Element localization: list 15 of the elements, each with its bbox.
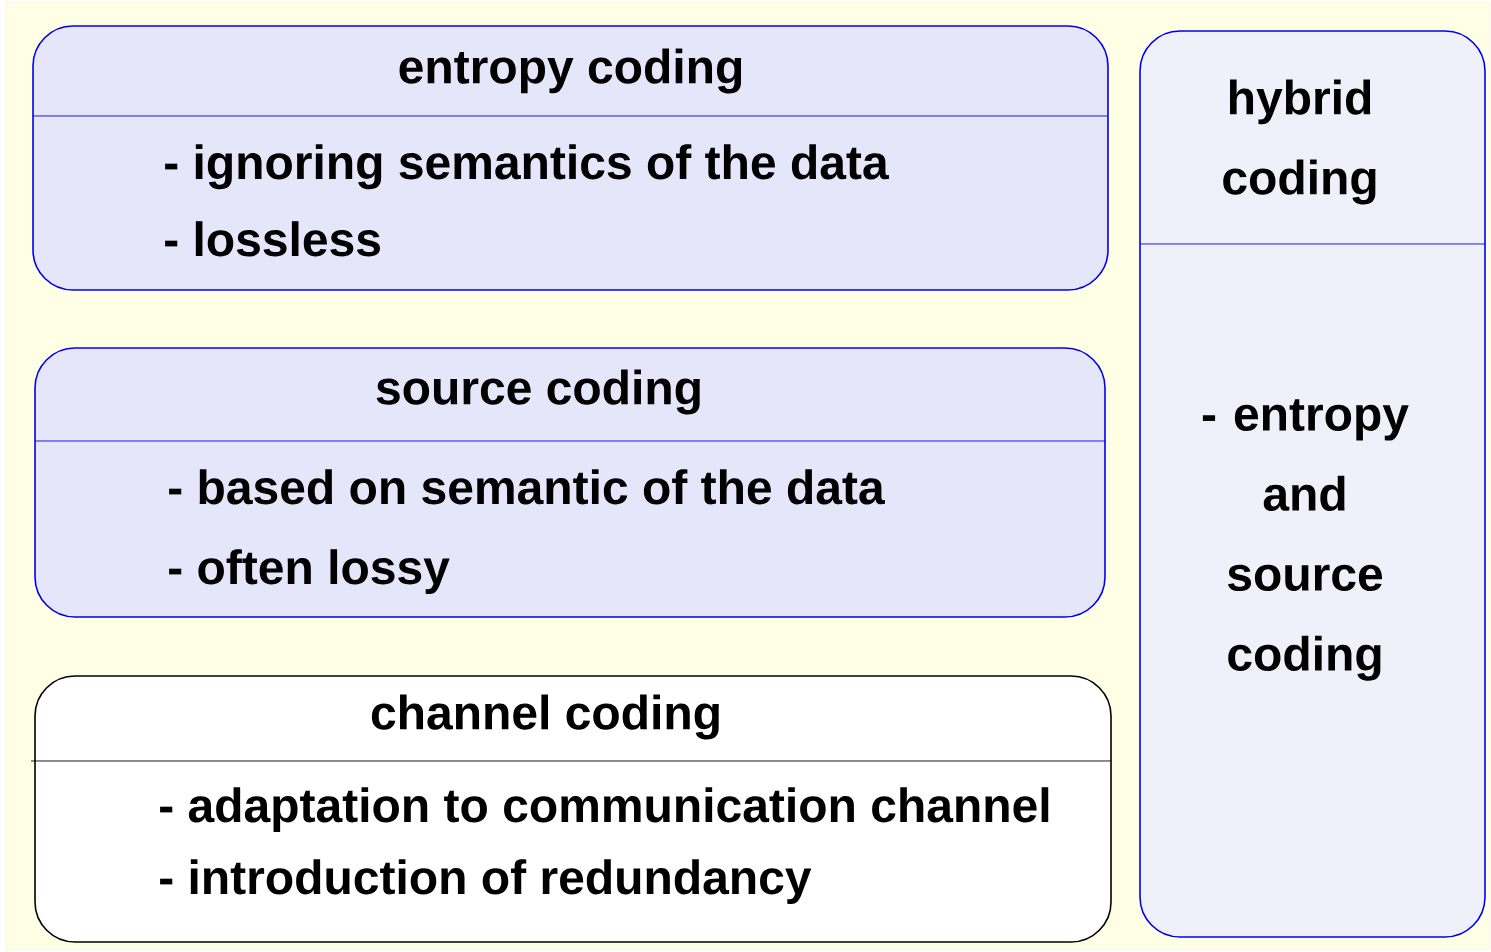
- coding-box: [34, 347, 1106, 618]
- list-item: - introduction of redundancy: [160, 859, 812, 904]
- list-item: - ignoring semantics of the data: [165, 144, 889, 190]
- coding-box: [32, 25, 1109, 291]
- list-item: - adaptation to communication channel: [160, 787, 1049, 832]
- box-heading: entropy coding: [399, 48, 742, 94]
- list-item: - lossless: [165, 221, 380, 257]
- list-item: - based on semantic of the data: [169, 469, 885, 505]
- coding-box: [30, 675, 1112, 943]
- coding-box: [1139, 30, 1486, 938]
- box-heading: source coding: [376, 369, 700, 415]
- list-item: - often lossy: [169, 549, 450, 594]
- list-item: - entropy and source coding: [1202, 399, 1409, 681]
- box-heading: channel coding: [371, 694, 719, 740]
- box-heading: hybrid coding: [1223, 79, 1376, 205]
